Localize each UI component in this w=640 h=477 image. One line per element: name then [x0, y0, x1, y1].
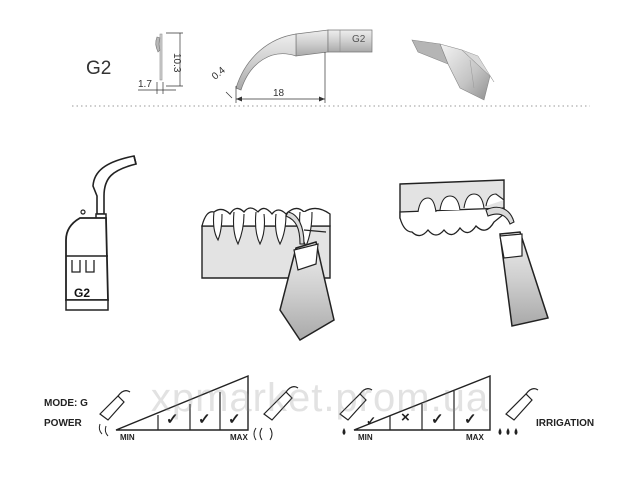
dim-18: 18	[273, 88, 285, 99]
model-label: G2	[86, 58, 112, 79]
power-mark-1: ✓	[166, 411, 179, 428]
shank-engraving: G2	[352, 34, 366, 45]
irrigation-min-label: MIN	[358, 433, 373, 442]
power-max-label: MAX	[230, 433, 248, 442]
mode-label: MODE: G	[44, 398, 88, 409]
irrigation-mark-2: ×	[401, 409, 410, 426]
power-mark-2: ✓	[198, 411, 211, 428]
irrigation-label: IRRIGATION	[536, 418, 595, 429]
irrigation-mark-4: ✓	[464, 411, 477, 428]
dim-1-7: 1.7	[138, 79, 152, 90]
tip-stamp: G2	[74, 286, 91, 300]
irrigation-mark-1: ✓	[366, 414, 377, 428]
irrigation-max-label: MAX	[466, 433, 484, 442]
irrigation-mark-3: ✓	[431, 411, 444, 428]
power-min-label: MIN	[120, 433, 135, 442]
power-mark-3: ✓	[228, 411, 241, 428]
power-label: POWER	[44, 418, 82, 429]
